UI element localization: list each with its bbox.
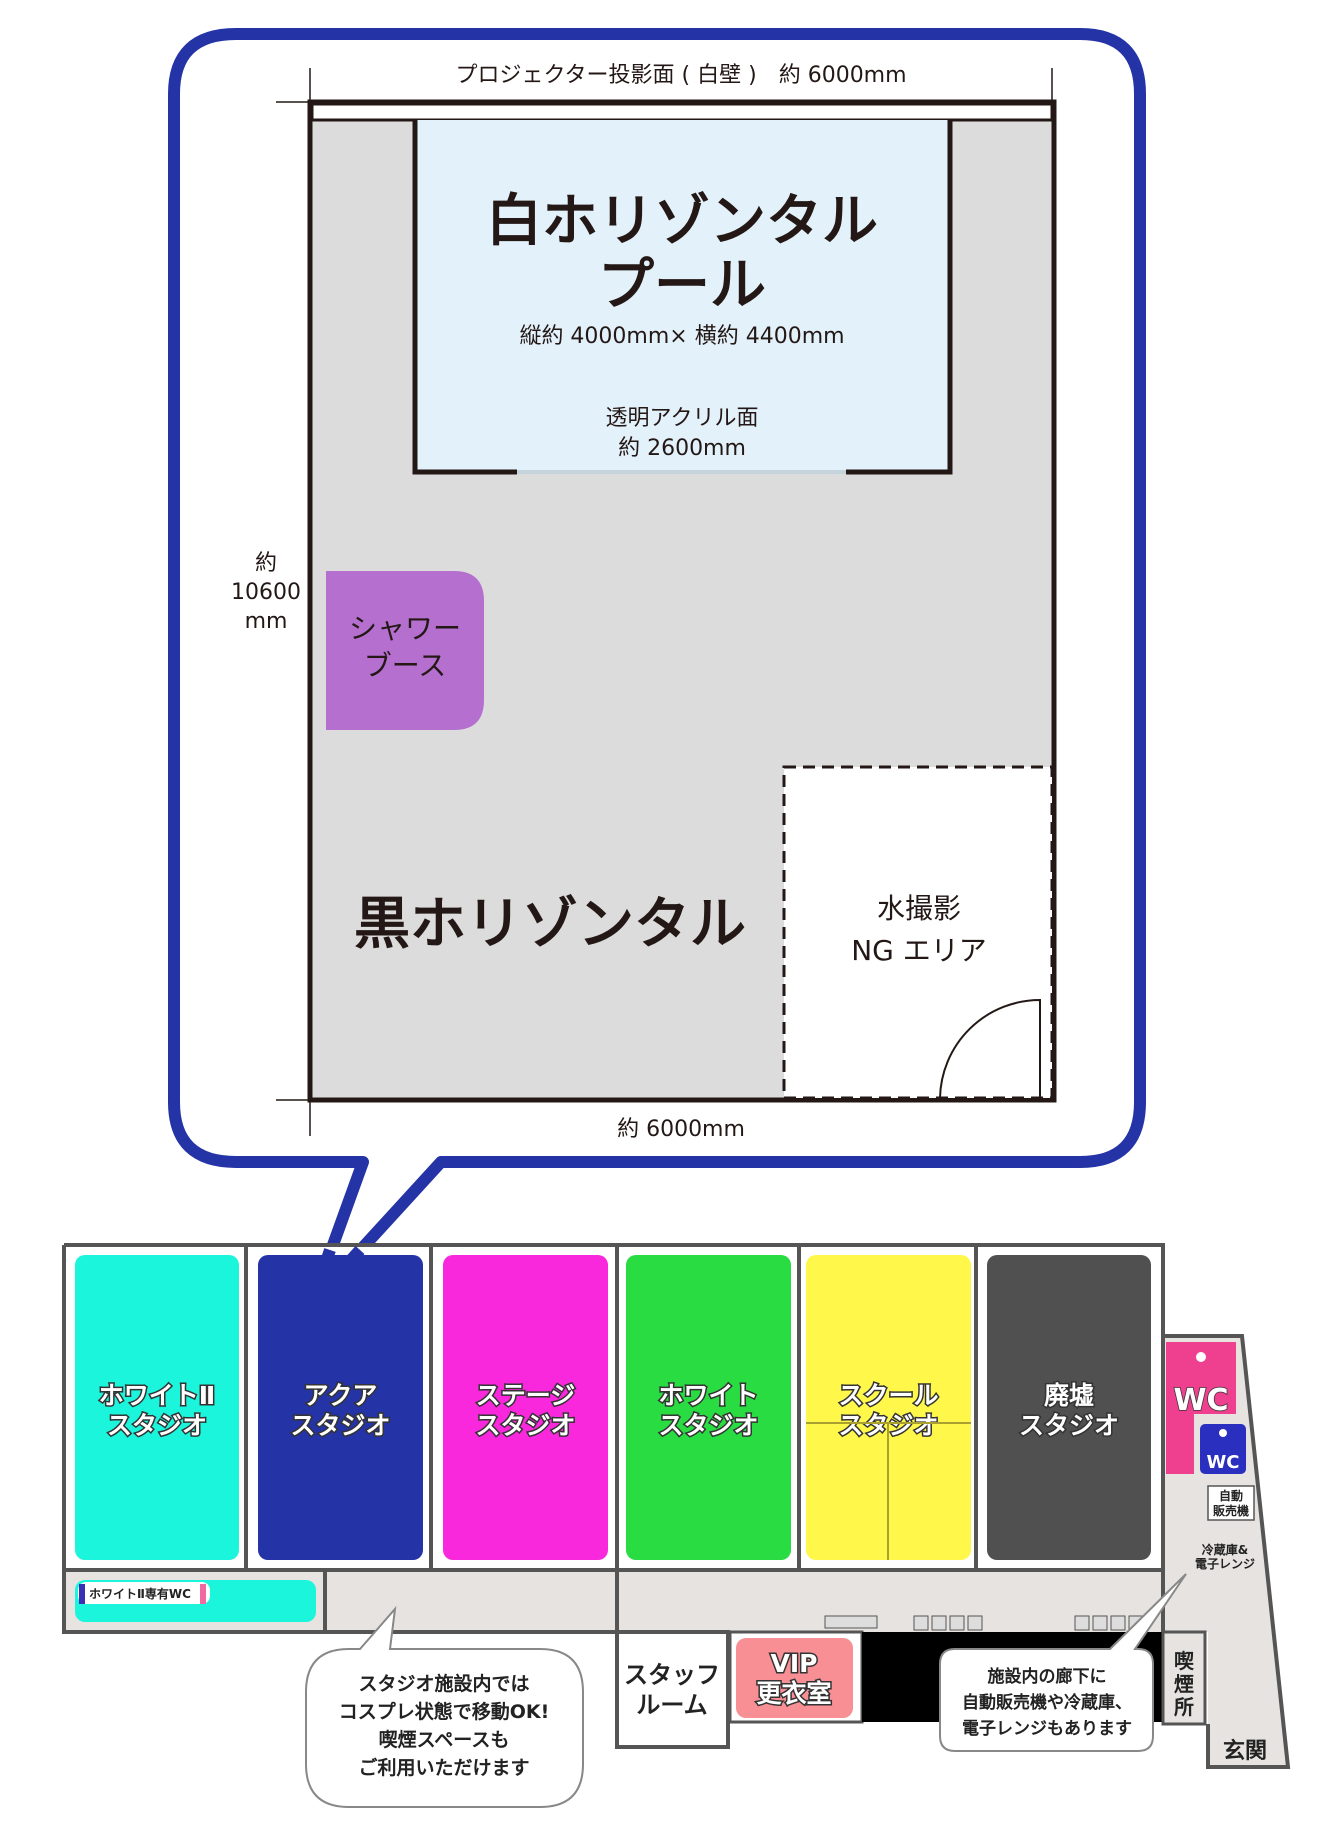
vip-dressing-room [736,1638,853,1718]
studio-white2-label: ホワイトⅡ [99,1381,215,1410]
fridge-label-line2: 電子レンジ [1195,1557,1255,1571]
acrylic-label: 透明アクリル面 [606,406,759,431]
staff-room-label-line1: スタッフ [624,1661,720,1689]
staff-room-label-line2: ルーム [636,1691,707,1719]
vending-label-line1: 自動 [1219,1488,1243,1503]
note-left-line4: ご利用いただけます [358,1756,529,1779]
pool-size: 縦約 4000mm× 横約 4400mm [519,324,844,349]
studio-stage [443,1255,608,1560]
fridge-label-line1: 冷蔵庫& [1202,1542,1248,1557]
floor-plan: ホワイトⅡスタジオアクアスタジオステージスタジオホワイトスタジオスクールスタジオ… [62,1243,1291,1808]
smoking-room [1161,1630,1207,1726]
shower-booth [326,571,484,730]
black-horizontal-label: 黒ホリゾンタル [354,892,746,957]
note-left-line2: コスプレ状態で移動OK! [339,1700,550,1723]
note-right-line2: 自動販売機や冷蔵庫、 [962,1692,1132,1713]
studio-ruins-label: スタジオ [1019,1411,1119,1440]
man-icon [79,1584,85,1604]
note-left-line1: スタジオ施設内では [358,1672,529,1695]
smoking-label-3: 所 [1174,1695,1194,1719]
callout-tail-tip [306,1245,365,1309]
studio-ruins-label: 廃墟 [1044,1381,1094,1410]
smoking-label-2: 煙 [1174,1672,1194,1696]
note-left-line3: 喫煙スペースも [379,1728,510,1751]
ng-area-line1: 水撮影 [877,892,961,925]
mens-wc [1200,1424,1246,1474]
pool-title-line1: 白ホリゾンタル [486,189,878,254]
pool-title-line2: プール [598,253,766,318]
studio-white2-label: スタジオ [107,1411,207,1440]
studio-stage-label: ステージ [476,1381,576,1410]
staff-room [615,1630,730,1749]
studio-aqua [258,1255,423,1560]
studio-white2 [75,1255,239,1560]
vip-label-line1: VIP [771,1649,818,1678]
white2-wc-label: ホワイトⅡ専有WC [89,1586,191,1601]
studio-white-label: ホワイト [658,1381,758,1410]
projector-wall-dimension: プロジェクター投影面 ( 白壁 ) 約 6000mm [455,63,906,88]
note-right-line3: 電子レンジもあります [962,1719,1132,1739]
smoking-label-1: 喫 [1174,1649,1194,1673]
width-dimension: 約 6000mm [617,1117,745,1142]
woman-icon [200,1584,206,1604]
east-corridor [1163,1336,1288,1767]
studio-aqua-label: スタジオ [290,1411,390,1440]
man-icon [1219,1429,1227,1437]
note-bubble-right [939,1573,1187,1752]
studio-white-label: スタジオ [658,1411,758,1440]
height-dimension-line2: 10600 [231,580,301,605]
vending-machine [1207,1485,1255,1521]
mens-wc-label: WC [1206,1452,1239,1473]
vending-label-line2: 販売機 [1213,1503,1249,1518]
note-bubble-left [305,1605,584,1808]
womens-wc-label: WC [1173,1383,1228,1418]
door-swing-icon [939,998,1041,1099]
studio-school [806,1255,971,1560]
height-dimension-line1: 約 [255,551,277,576]
shower-label-line2: ブース [364,649,447,682]
acrylic-width: 約 2600mm [618,436,746,461]
woman-icon [1196,1352,1206,1362]
projector-white-wall [310,102,1054,122]
height-dimension-line3: mm [245,609,288,634]
studio-ruins [987,1255,1151,1560]
studio-white [626,1255,791,1560]
studio-school-label: スクール [838,1381,938,1410]
shower-label-line1: シャワー [349,612,461,645]
studio-aqua-label: アクア [304,1381,378,1410]
ng-area-line2: NG エリア [851,934,987,967]
studio-stage-label: スタジオ [475,1411,575,1440]
water-ng-area [782,765,1054,1100]
womens-wc [1166,1342,1236,1474]
note-right-line1: 施設内の廊下に [988,1666,1107,1687]
white-horizontal-pool [415,120,950,472]
vip-label-line2: 更衣室 [756,1679,831,1708]
entrance-label: 玄関 [1223,1738,1267,1764]
